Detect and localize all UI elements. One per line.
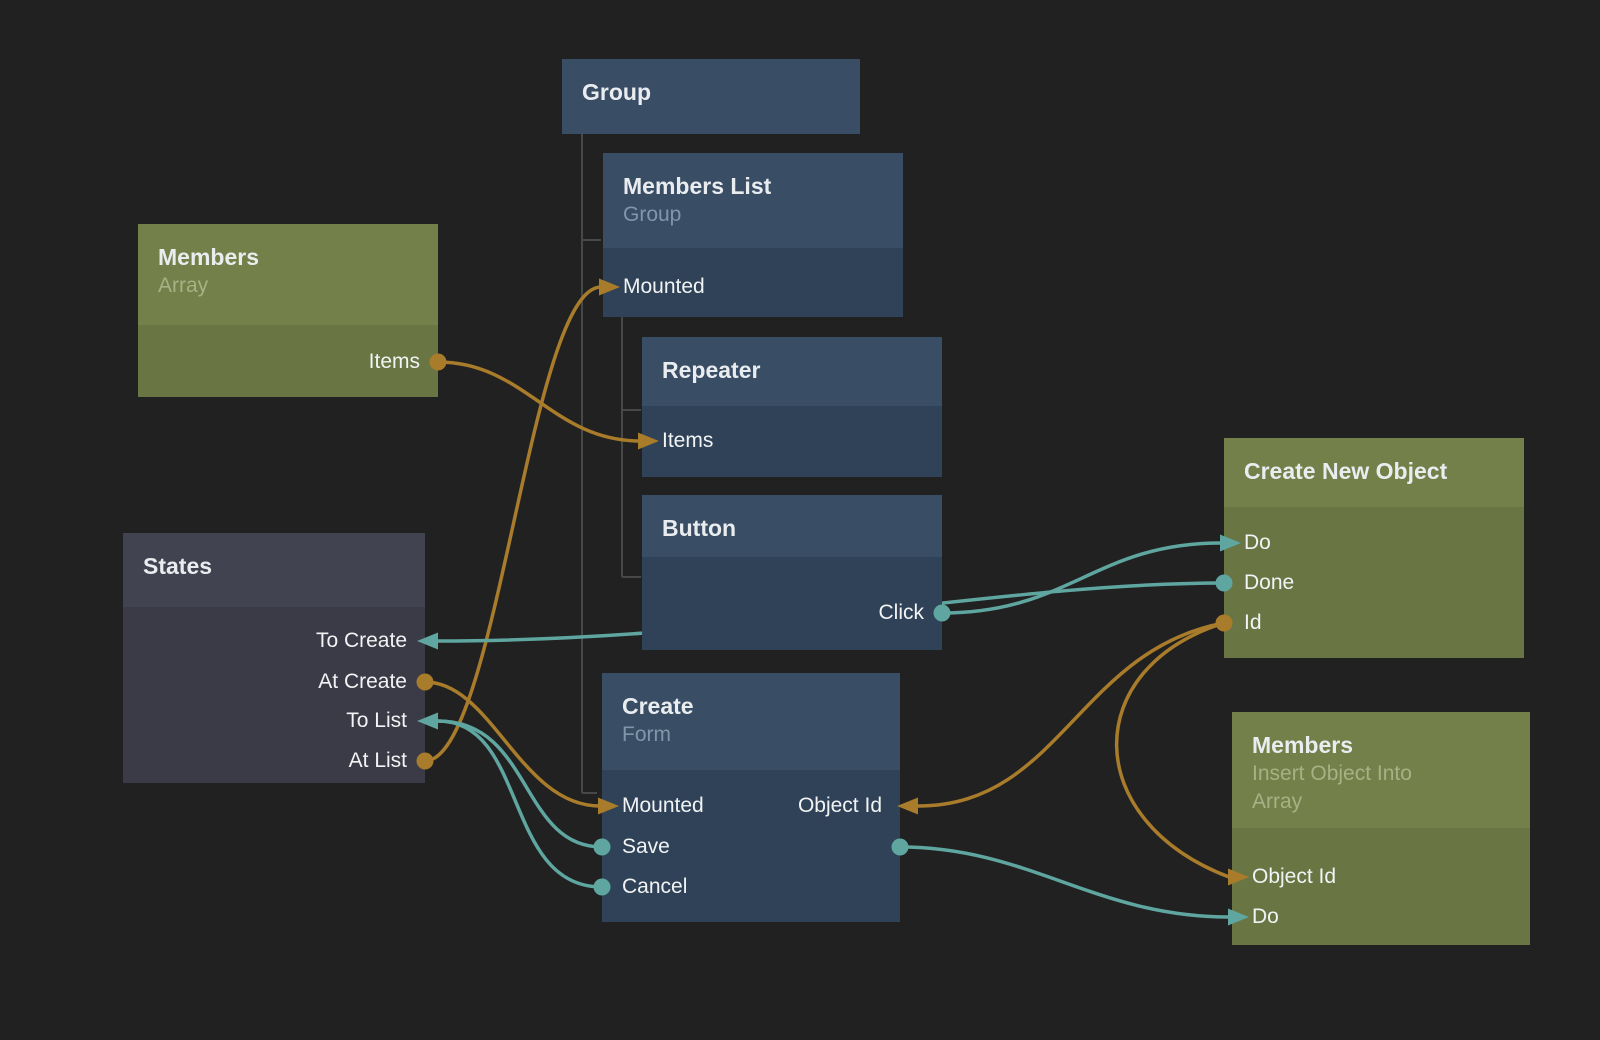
port-members-array-items[interactable]: Items <box>368 350 420 373</box>
port-create-new-object-do[interactable]: Do <box>1244 531 1271 554</box>
node-title-members-list: Members List <box>623 173 772 199</box>
port-create-form-save[interactable]: Save <box>622 835 670 858</box>
node-title-members-insert: Members <box>1252 732 1353 758</box>
connection-states.At List->members-list.Mounted[interactable] <box>424 285 602 763</box>
connection-create-form.Cancel->states.To List[interactable] <box>437 719 603 889</box>
connection-button.Click->create-new-object.Do[interactable] <box>941 541 1222 615</box>
node-subtitle-members-list: Group <box>623 203 682 226</box>
connection-states.At Create->create-form.Mounted[interactable] <box>424 680 601 808</box>
node-title-members-array: Members <box>158 244 259 270</box>
port-members-list-mounted[interactable]: Mounted <box>623 275 705 298</box>
node-subtitle-create-form: Form <box>622 723 671 746</box>
node-subtitle-members-insert: Insert Object Into Array <box>1252 762 1412 813</box>
node-title-states: States <box>143 553 213 579</box>
node-header-create-new-object: Create New Object <box>1224 438 1524 507</box>
node-header-repeater: Repeater <box>642 337 942 406</box>
port-states-to-create[interactable]: To Create <box>315 629 407 652</box>
port-button-click[interactable]: Click <box>878 601 925 624</box>
node-header-button: Button <box>642 495 942 557</box>
node-title-create-form: Create <box>622 693 694 719</box>
port-states-to-list[interactable]: To List <box>346 709 407 732</box>
node-title-button: Button <box>662 515 737 541</box>
port-create-new-object-done[interactable]: Done <box>1244 571 1295 594</box>
connection-create-form.Save->states.To List[interactable] <box>437 719 603 849</box>
connection-create-form.Save->members-insert.Do[interactable] <box>899 845 1230 919</box>
port-members-insert-do[interactable]: Do <box>1252 905 1279 928</box>
node-header-states: States <box>123 533 425 607</box>
port-arrow-create-form.Object Id <box>897 797 918 815</box>
node-states[interactable]: States To Create At Create To List At List <box>123 533 425 783</box>
node-subtitle-members-array: Array <box>158 274 209 297</box>
connection-create-new-object.Id->members-insert.Object Id[interactable] <box>1114 621 1230 879</box>
connection-members-array.Items->repeater.Items[interactable] <box>437 360 641 443</box>
port-repeater-items[interactable]: Items <box>662 429 714 452</box>
node-title-group: Group <box>582 79 651 105</box>
connection-create-new-object.Id->create-form.Object Id[interactable] <box>917 621 1225 808</box>
port-create-form-mounted[interactable]: Mounted <box>622 794 704 817</box>
node-title-create-new-object: Create New Object <box>1244 458 1448 484</box>
port-states-at-list[interactable]: At List <box>348 749 407 772</box>
port-create-new-object-id[interactable]: Id <box>1244 611 1262 634</box>
node-title-repeater: Repeater <box>662 357 761 383</box>
port-create-form-object-id[interactable]: Object Id <box>797 794 882 817</box>
node-header-group: Group <box>562 59 860 134</box>
port-states-at-create[interactable]: At Create <box>318 670 407 693</box>
port-create-form-cancel[interactable]: Cancel <box>622 875 688 898</box>
port-members-insert-object-id[interactable]: Object Id <box>1252 865 1337 888</box>
node-group[interactable]: Group <box>562 59 860 134</box>
